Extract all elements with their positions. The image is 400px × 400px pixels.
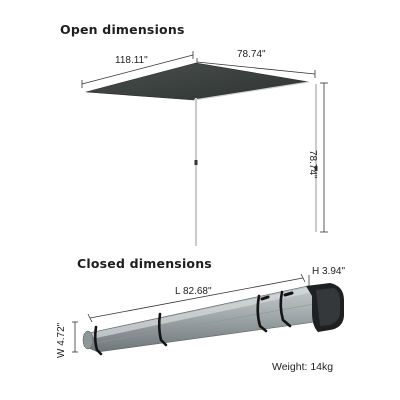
closed-awning-case (82, 283, 344, 353)
weight-label: Weight: 14kg (272, 361, 334, 373)
open-depth-label: 78.74" (237, 49, 266, 60)
open-awning (85, 62, 318, 246)
depth-dimension-line (196, 61, 316, 75)
strap-3 (256, 294, 268, 333)
closed-dimensions-heading: Closed dimensions (77, 256, 212, 271)
strap-1 (93, 325, 103, 356)
open-dimension-lines (81, 51, 328, 233)
closed-length-label: L 82.68" (175, 286, 212, 297)
width-dimension-line (81, 54, 194, 85)
strap-2 (157, 312, 168, 347)
strap-4 (279, 290, 292, 328)
case-top-highlight (86, 288, 318, 338)
front-pole-clamp (194, 160, 198, 165)
canopy-front-edge (193, 81, 310, 101)
closed-width-label: W 4.72" (56, 322, 67, 358)
closed-height-label: H 3.94" (312, 266, 346, 277)
mounting-straps (93, 290, 294, 356)
side-pole-clamp (314, 166, 318, 171)
case-end-left (82, 330, 94, 350)
length-dimension-line (89, 277, 304, 319)
closed-dimension-lines (72, 273, 310, 353)
open-height-label: 78.74" (307, 150, 318, 179)
awning-canopy (85, 62, 310, 101)
open-width-label: 118.11" (115, 55, 148, 66)
open-dimensions-heading: Open dimensions (60, 22, 185, 37)
